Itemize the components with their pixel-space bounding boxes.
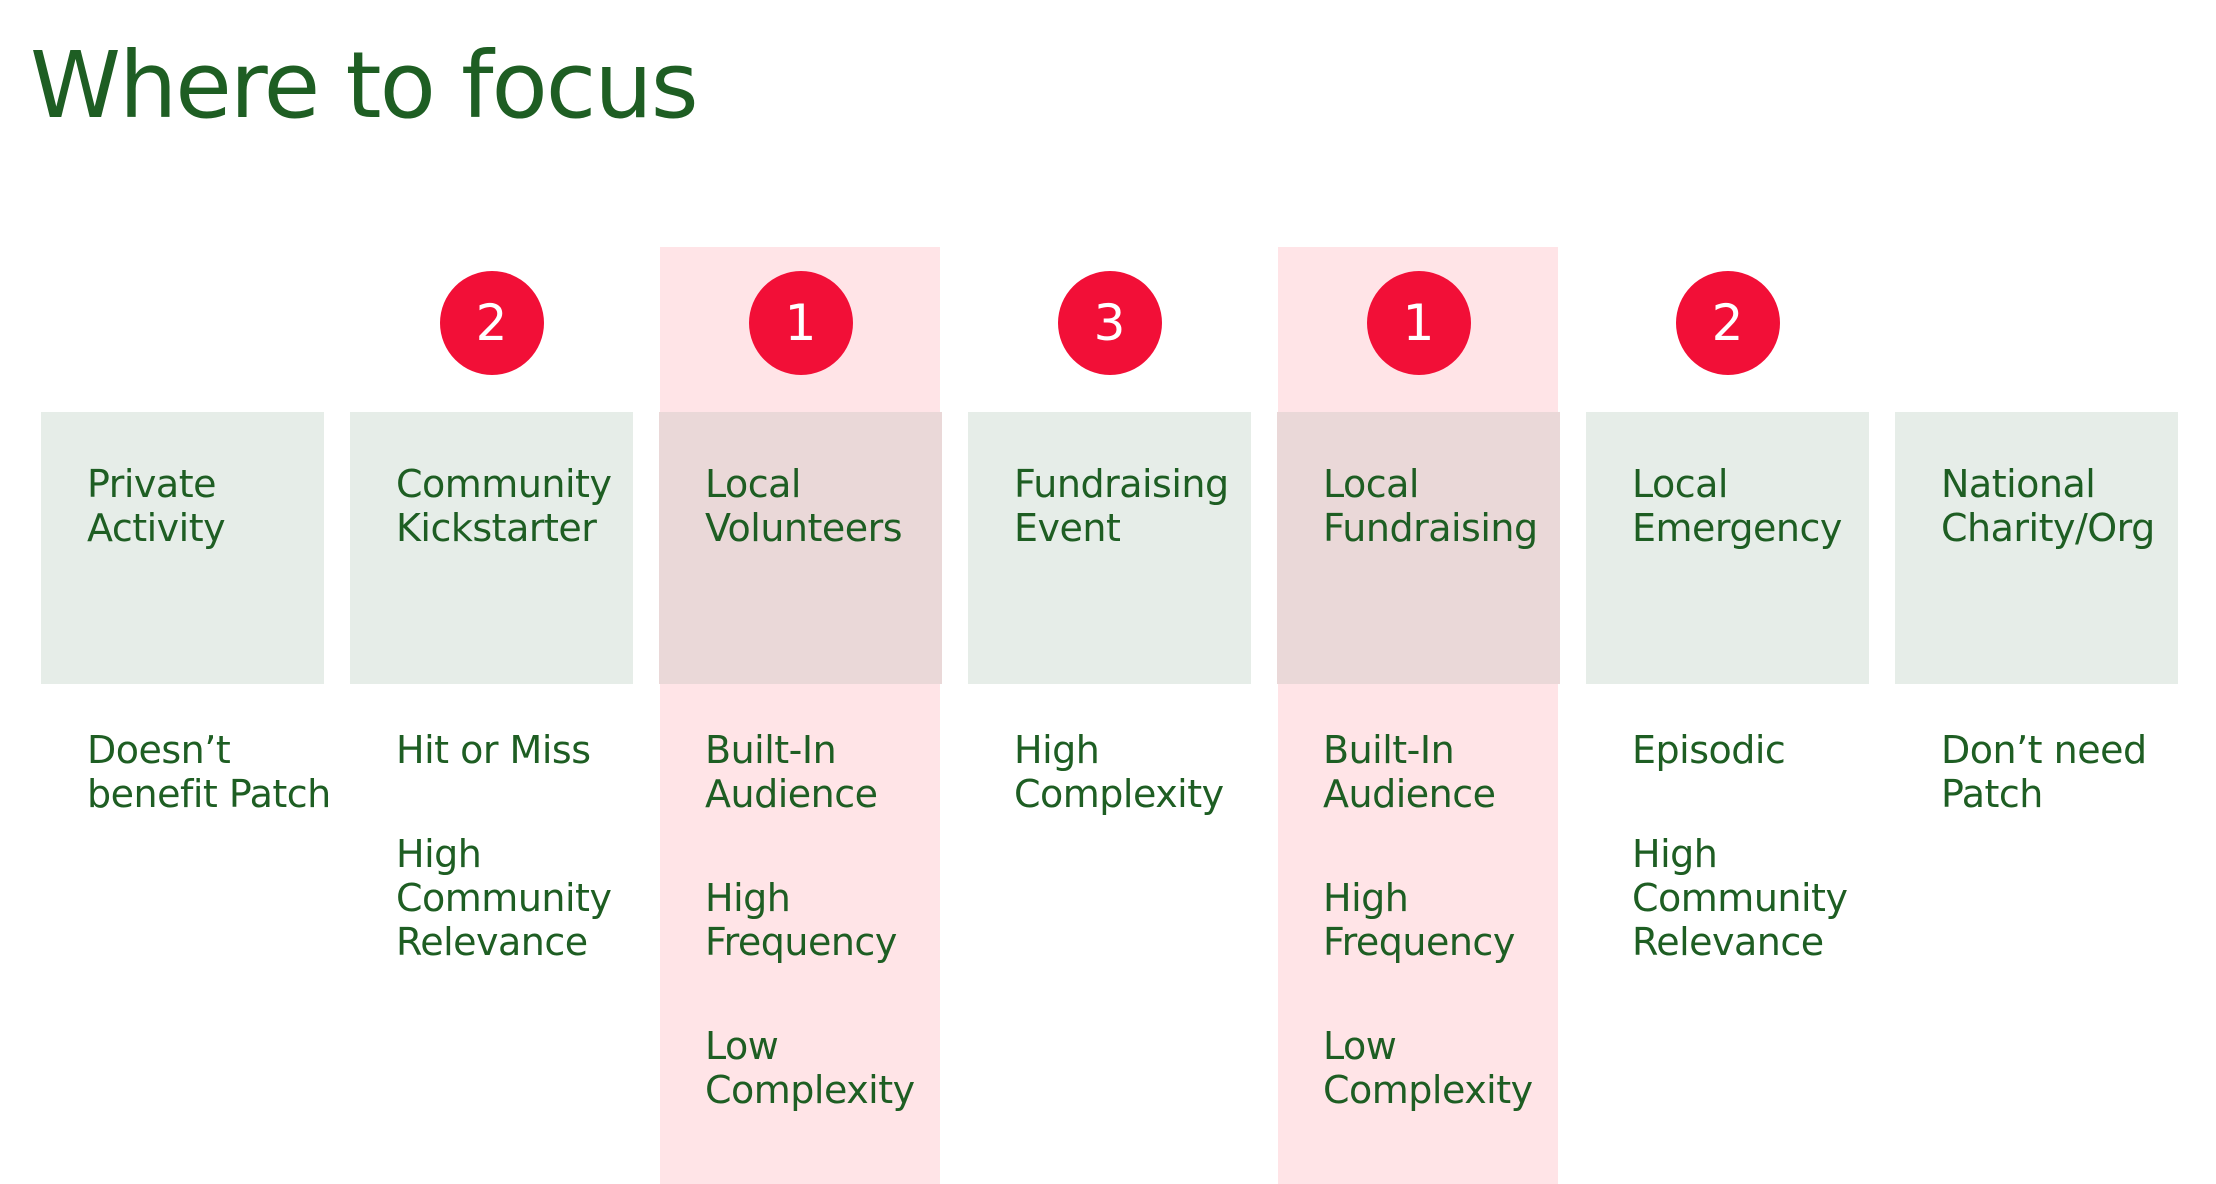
note-text: High Frequency <box>705 876 897 964</box>
category-card-community-kickstarter: Community Kickstarter <box>350 412 633 684</box>
category-label: Fundraising Event <box>1014 462 1229 550</box>
category-card-national-charity-org: National Charity/Org <box>1895 412 2178 684</box>
category-label: Local Fundraising <box>1323 462 1538 550</box>
category-card-local-emergency: Local Emergency <box>1586 412 1869 684</box>
category-card-local-volunteers: Local Volunteers <box>659 412 942 684</box>
notes-private-activity: Doesn’t benefit Patch <box>87 728 347 876</box>
rank-badge-local-volunteers: 1 <box>748 271 853 375</box>
category-card-fundraising-event: Fundraising Event <box>968 412 1251 684</box>
note-text: High Complexity <box>1014 728 1224 816</box>
category-label: Community Kickstarter <box>396 462 612 550</box>
note-text: Built-In Audience <box>1323 728 1496 816</box>
page-title: Where to focus <box>30 32 699 139</box>
rank-badge-community-kickstarter: 2 <box>439 271 544 375</box>
category-card-local-fundraising: Local Fundraising <box>1277 412 1560 684</box>
note-text: High Community Relevance <box>1632 832 1848 964</box>
category-card-private-activity: Private Activity <box>41 412 324 684</box>
notes-fundraising-event: High Complexity <box>1014 728 1274 876</box>
rank-badge-local-fundraising: 1 <box>1366 271 1471 375</box>
notes-national-charity-org: Don’t need Patch <box>1941 728 2201 876</box>
highlight-column-local-volunteers <box>660 247 940 1184</box>
rank-badge-fundraising-event: 3 <box>1057 271 1162 375</box>
note-text: Low Complexity <box>705 1024 915 1112</box>
note-text: Hit or Miss <box>396 728 591 772</box>
note-text: Low Complexity <box>1323 1024 1533 1112</box>
category-label: Local Emergency <box>1632 462 1842 550</box>
category-label: National Charity/Org <box>1941 462 2155 550</box>
note-text: High Community Relevance <box>396 832 612 964</box>
note-text: Don’t need Patch <box>1941 728 2147 816</box>
rank-badge-local-emergency: 2 <box>1675 271 1780 375</box>
highlight-column-local-fundraising <box>1278 247 1558 1184</box>
category-label: Local Volunteers <box>705 462 903 550</box>
note-text: Built-In Audience <box>705 728 878 816</box>
category-label: Private Activity <box>87 462 226 550</box>
note-text: High Frequency <box>1323 876 1515 964</box>
note-text: Doesn’t benefit Patch <box>87 728 331 816</box>
note-text: Episodic <box>1632 728 1786 772</box>
